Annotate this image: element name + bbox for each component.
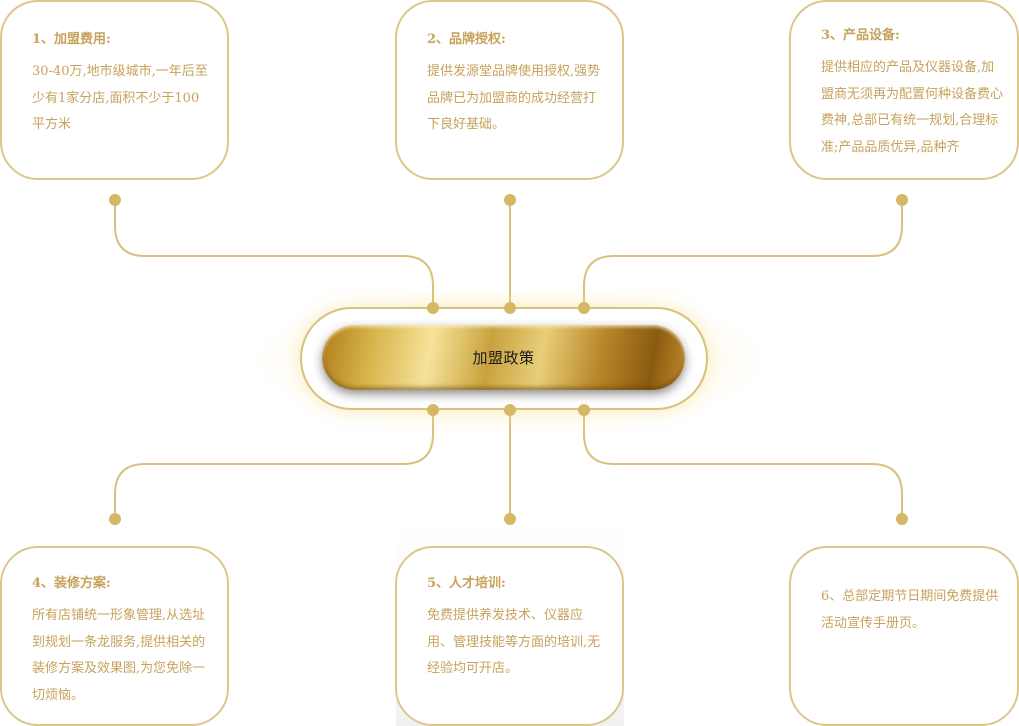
hub-dot xyxy=(504,302,516,314)
card-brand-license: 2、品牌授权: 提供发源堂品牌使用授权,强势品牌已为加盟商的成功经营打下良好基础… xyxy=(395,0,624,180)
card-title: 4、装修方案: xyxy=(32,576,111,591)
connector-6 xyxy=(583,410,903,519)
card-text: 6、总部定期节日期间免费提供活动宣传手册页。 xyxy=(821,589,999,631)
hub-dot xyxy=(427,404,439,416)
card-title: 2、品牌授权: xyxy=(427,32,506,47)
card-text: 所有店铺统一形象管理,从选址到规划一条龙服务,提供相关的装修方案及效果图,为您免… xyxy=(32,608,206,703)
card-talent-training: 5、人才培训: 免费提供养发技术、仪器应用、管理技能等方面的培训,无经验均可开店… xyxy=(395,546,624,726)
hub-dot xyxy=(504,404,516,416)
card-franchise-fee: 1、加盟费用: 30-40万,地市级城市,一年后至少有1家分店,面积不少于100… xyxy=(0,0,229,180)
card-text: 免费提供养发技术、仪器应用、管理技能等方面的培训,无经验均可开店。 xyxy=(427,608,601,676)
card-decoration-plan: 4、装修方案: 所有店铺统一形象管理,从选址到规划一条龙服务,提供相关的装修方案… xyxy=(0,546,229,726)
card-title: 1、加盟费用: xyxy=(32,32,111,47)
connector-dot xyxy=(109,194,121,206)
card-text: 提供相应的产品及仪器设备,加盟商无须再为配置何种设备费心费神,总部已有统一规划,… xyxy=(821,60,1004,155)
card-text: 提供发源堂品牌使用授权,强势品牌已为加盟商的成功经营打下良好基础。 xyxy=(427,64,601,132)
hub-dot xyxy=(578,302,590,314)
hub-dot xyxy=(427,302,439,314)
card-product-equipment: 3、产品设备: 提供相应的产品及仪器设备,加盟商无须再为配置何种设备费心费神,总… xyxy=(789,0,1019,180)
connector-dot xyxy=(896,194,908,206)
connector-1 xyxy=(114,200,434,308)
card-title: 5、人才培训: xyxy=(427,576,506,591)
hub-dot xyxy=(578,404,590,416)
hub-button: 加盟政策 xyxy=(322,325,685,390)
connector-dot xyxy=(896,513,908,525)
hub-label: 加盟政策 xyxy=(472,349,535,367)
connector-3 xyxy=(583,200,903,308)
connector-dot xyxy=(504,194,516,206)
connector-dot xyxy=(109,513,121,525)
card-title: 3、产品设备: xyxy=(821,28,900,43)
connector-4 xyxy=(114,410,434,519)
connector-dot xyxy=(504,513,516,525)
card-promotion-materials: 6、总部定期节日期间免费提供活动宣传手册页。 xyxy=(789,546,1019,726)
card-text: 30-40万,地市级城市,一年后至少有1家分店,面积不少于100平方米 xyxy=(32,64,208,132)
